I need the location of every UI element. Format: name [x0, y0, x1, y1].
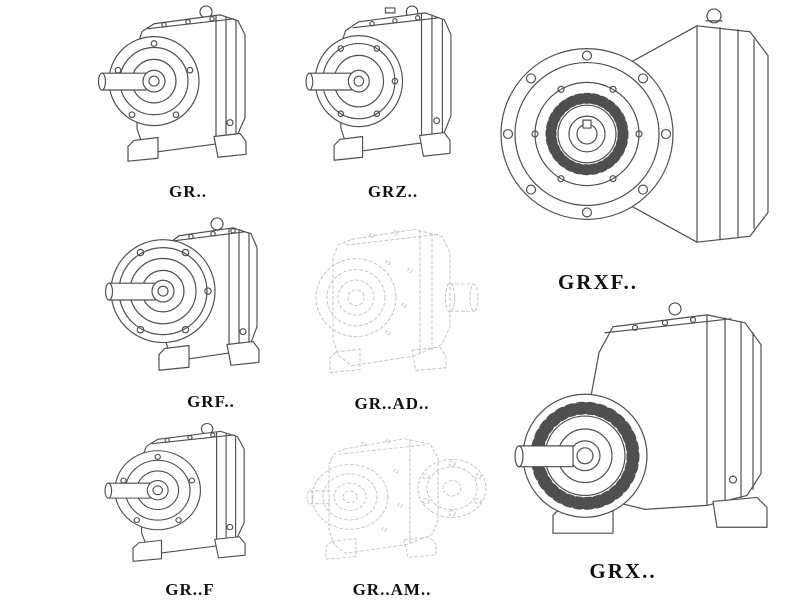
figure-grad: GR..AD.. — [292, 212, 492, 414]
figure-label-grx: GRX.. — [589, 559, 657, 583]
rear-flange — [417, 458, 487, 518]
grf-gearbox-line-drawing — [104, 217, 260, 371]
figure-label-gram: GR..AM.. — [352, 580, 432, 599]
figure-label-grf-foot: GR..F — [165, 580, 215, 599]
mounting-feet — [158, 340, 260, 371]
gr-gearbox-line-drawing — [97, 5, 247, 162]
figure-grxf: GRXF.. — [492, 0, 792, 295]
figure-label-gr: GR.. — [169, 182, 207, 201]
output-shaft — [514, 445, 594, 468]
mounting-feet — [132, 536, 246, 562]
figure-label-grxf: GRXF.. — [557, 270, 639, 294]
output-shaft — [97, 69, 166, 93]
input-adapter — [444, 282, 479, 313]
grf-foot-gearbox-line-drawing — [104, 422, 246, 562]
figure-label-grz: GRZ.. — [367, 182, 419, 201]
output-shaft — [104, 279, 175, 303]
eyebolt-icon — [705, 8, 723, 24]
gear-housing — [332, 228, 451, 367]
eyebolt-icon — [210, 217, 224, 231]
mounting-feet — [127, 132, 247, 162]
mounting-feet — [325, 536, 437, 560]
gear-housing — [631, 25, 769, 243]
mounting-feet — [329, 346, 447, 374]
grad-gearbox-line-drawing — [315, 228, 479, 374]
mounting-feet — [333, 131, 451, 161]
output-shaft — [305, 69, 370, 93]
output-shaft — [306, 489, 331, 505]
grz-gearbox-line-drawing — [305, 5, 452, 161]
figure-gr: GR.. — [88, 2, 288, 202]
figure-label-grf: GRF.. — [187, 392, 235, 411]
eyebolt-icon — [668, 302, 682, 316]
figure-grz: GRZ.. — [298, 2, 488, 202]
figure-label-grad: GR..AD.. — [354, 394, 430, 413]
figure-grf-foot: GR..F — [95, 420, 285, 600]
front-bearing-housing — [315, 258, 397, 338]
gear-housing — [328, 438, 439, 554]
gear-hub — [545, 92, 629, 176]
figure-gram: GR..AM.. — [292, 420, 492, 600]
grxf-gearbox-line-drawing — [500, 8, 769, 243]
grx-gearbox-line-drawing — [514, 302, 768, 534]
front-bearing-housing — [311, 463, 389, 530]
output-shaft — [104, 480, 169, 501]
gram-gearbox-line-drawing — [306, 438, 487, 560]
figure-grx: GRX.. — [495, 297, 795, 584]
figure-grf: GRF.. — [95, 212, 295, 412]
